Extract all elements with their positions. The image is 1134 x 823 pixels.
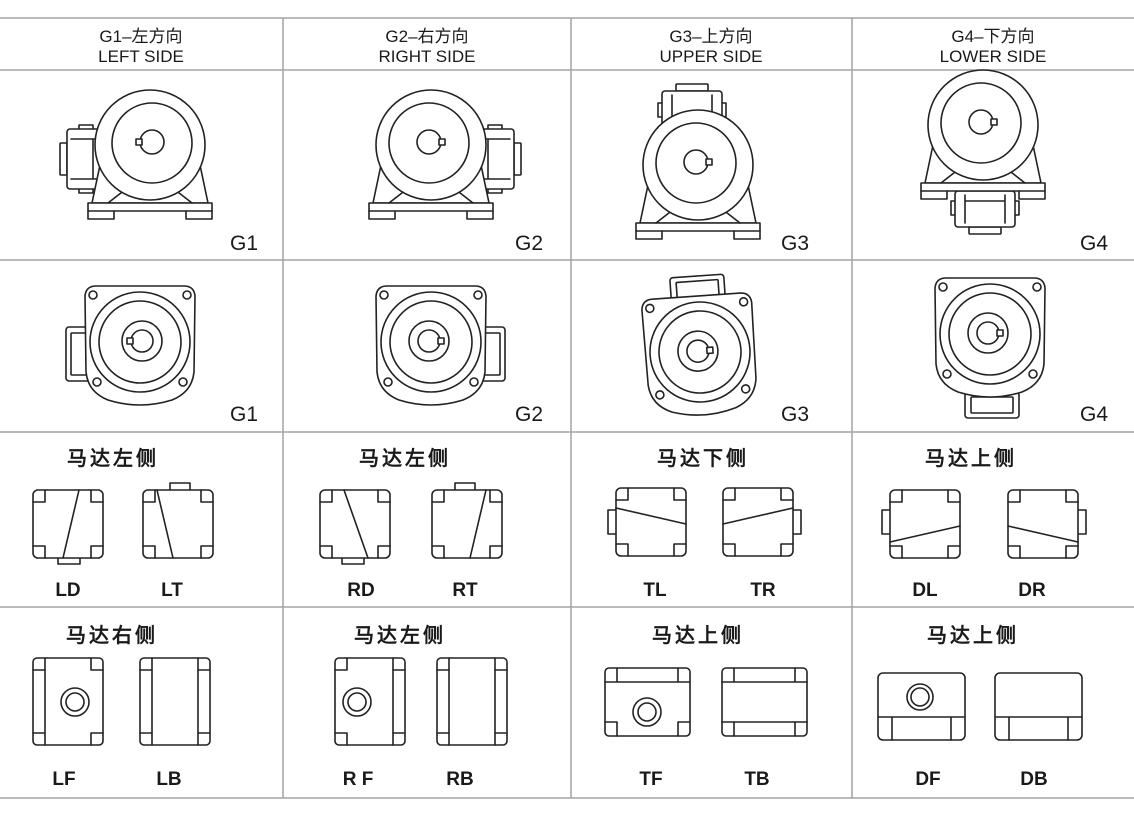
position-label-rf: R F — [343, 769, 374, 790]
cell-title: 马达上侧 — [927, 623, 1019, 647]
motor-position-df-figure — [877, 672, 966, 741]
motor-position-tr-figure — [722, 487, 802, 557]
flange-view-label-g4: G4 — [1080, 403, 1108, 426]
flange-view-row: G1 G2 G3 G4 — [65, 273, 1108, 426]
header-g4-code: G4–下方向 — [951, 27, 1034, 46]
g1-side-view-figure — [59, 89, 213, 220]
g3-side-view-figure — [635, 83, 761, 240]
motor-position-dl-figure — [881, 489, 961, 559]
flange-face — [934, 277, 1046, 398]
terminal-box — [950, 190, 1020, 235]
table-grid — [0, 17, 1134, 799]
gear-housing — [642, 109, 754, 221]
header-g3-side: UPPER SIDE — [660, 47, 763, 66]
position-label-lb: LB — [156, 769, 181, 790]
g4-flange-view-figure — [934, 277, 1046, 419]
side-view-row: G1 G2 G3 G4 — [59, 69, 1108, 255]
g4-side-view-figure — [920, 69, 1046, 235]
position-label-rd: RD — [347, 580, 374, 601]
motor-position-lb-figure — [139, 657, 211, 746]
position-label-df: DF — [915, 769, 940, 790]
header-g3-code: G3–上方向 — [669, 27, 752, 46]
cell-title: 马达右侧 — [66, 623, 158, 647]
cell-title: 马达下侧 — [657, 446, 749, 470]
side-view-label-g2: G2 — [515, 232, 543, 255]
header-g4-side: LOWER SIDE — [940, 47, 1047, 66]
side-view-label-g4: G4 — [1080, 232, 1108, 255]
position-label-ld: LD — [55, 580, 80, 601]
motor-position-rd-figure — [319, 489, 391, 565]
gear-housing — [94, 89, 206, 201]
motor-position-row-1: 马达左侧 马达左侧 马达下侧 马达上侧 — [32, 446, 1087, 601]
position-label-tr: TR — [750, 580, 776, 601]
g2-flange-view-figure — [375, 285, 506, 406]
position-label-rt: RT — [452, 580, 478, 601]
motor-position-rt-figure — [431, 482, 503, 559]
motor-position-tb-figure — [721, 667, 808, 737]
position-label-dr: DR — [1018, 580, 1046, 601]
motor-position-tf-figure — [604, 667, 691, 737]
position-label-tf: TF — [639, 769, 662, 790]
cell-title: 马达左侧 — [359, 446, 451, 470]
motor-position-rb-figure — [436, 657, 508, 746]
position-label-rb: RB — [446, 769, 473, 790]
flange-face — [84, 285, 196, 406]
cell-title: 马达上侧 — [652, 623, 744, 647]
motor-position-db-figure — [994, 672, 1083, 741]
motor-position-row-2: 马达右侧 马达左侧 马达上侧 马达上侧 — [32, 623, 1083, 790]
position-label-lf: LF — [52, 769, 75, 790]
motor-position-tl-figure — [607, 487, 687, 557]
motor-position-lt-figure — [142, 482, 214, 559]
side-view-label-g3: G3 — [781, 232, 809, 255]
flange-view-label-g2: G2 — [515, 403, 543, 426]
flange-face — [375, 285, 487, 406]
cell-title: 马达左侧 — [354, 623, 446, 647]
gear-housing — [927, 69, 1039, 181]
header-g2-side: RIGHT SIDE — [379, 47, 476, 66]
motor-position-lf-figure — [32, 657, 104, 746]
position-label-db: DB — [1020, 769, 1047, 790]
header-g1-side: LEFT SIDE — [98, 47, 184, 66]
motor-position-rf-figure — [334, 657, 406, 746]
header-row: G1–左方向 LEFT SIDE G2–右方向 RIGHT SIDE G3–上方… — [98, 27, 1046, 66]
flange-view-label-g1: G1 — [230, 403, 258, 426]
header-g1-code: G1–左方向 — [99, 27, 182, 46]
side-view-label-g1: G1 — [230, 232, 258, 255]
g2-side-view-figure — [368, 89, 522, 220]
g1-flange-view-figure — [65, 285, 196, 406]
flange-face — [640, 291, 761, 420]
motor-position-ld-figure — [32, 489, 104, 565]
position-label-lt: LT — [161, 580, 183, 601]
header-g2-code: G2–右方向 — [385, 27, 468, 46]
flange-view-label-g3: G3 — [781, 403, 809, 426]
position-label-dl: DL — [912, 580, 938, 601]
cell-title: 马达左侧 — [67, 446, 159, 470]
position-label-tl: TL — [643, 580, 667, 601]
gear-housing — [375, 89, 487, 201]
position-label-tb: TB — [744, 769, 769, 790]
motor-position-dr-figure — [1007, 489, 1087, 559]
g3-flange-view-figure — [640, 273, 761, 420]
cell-title: 马达上侧 — [925, 446, 1017, 470]
